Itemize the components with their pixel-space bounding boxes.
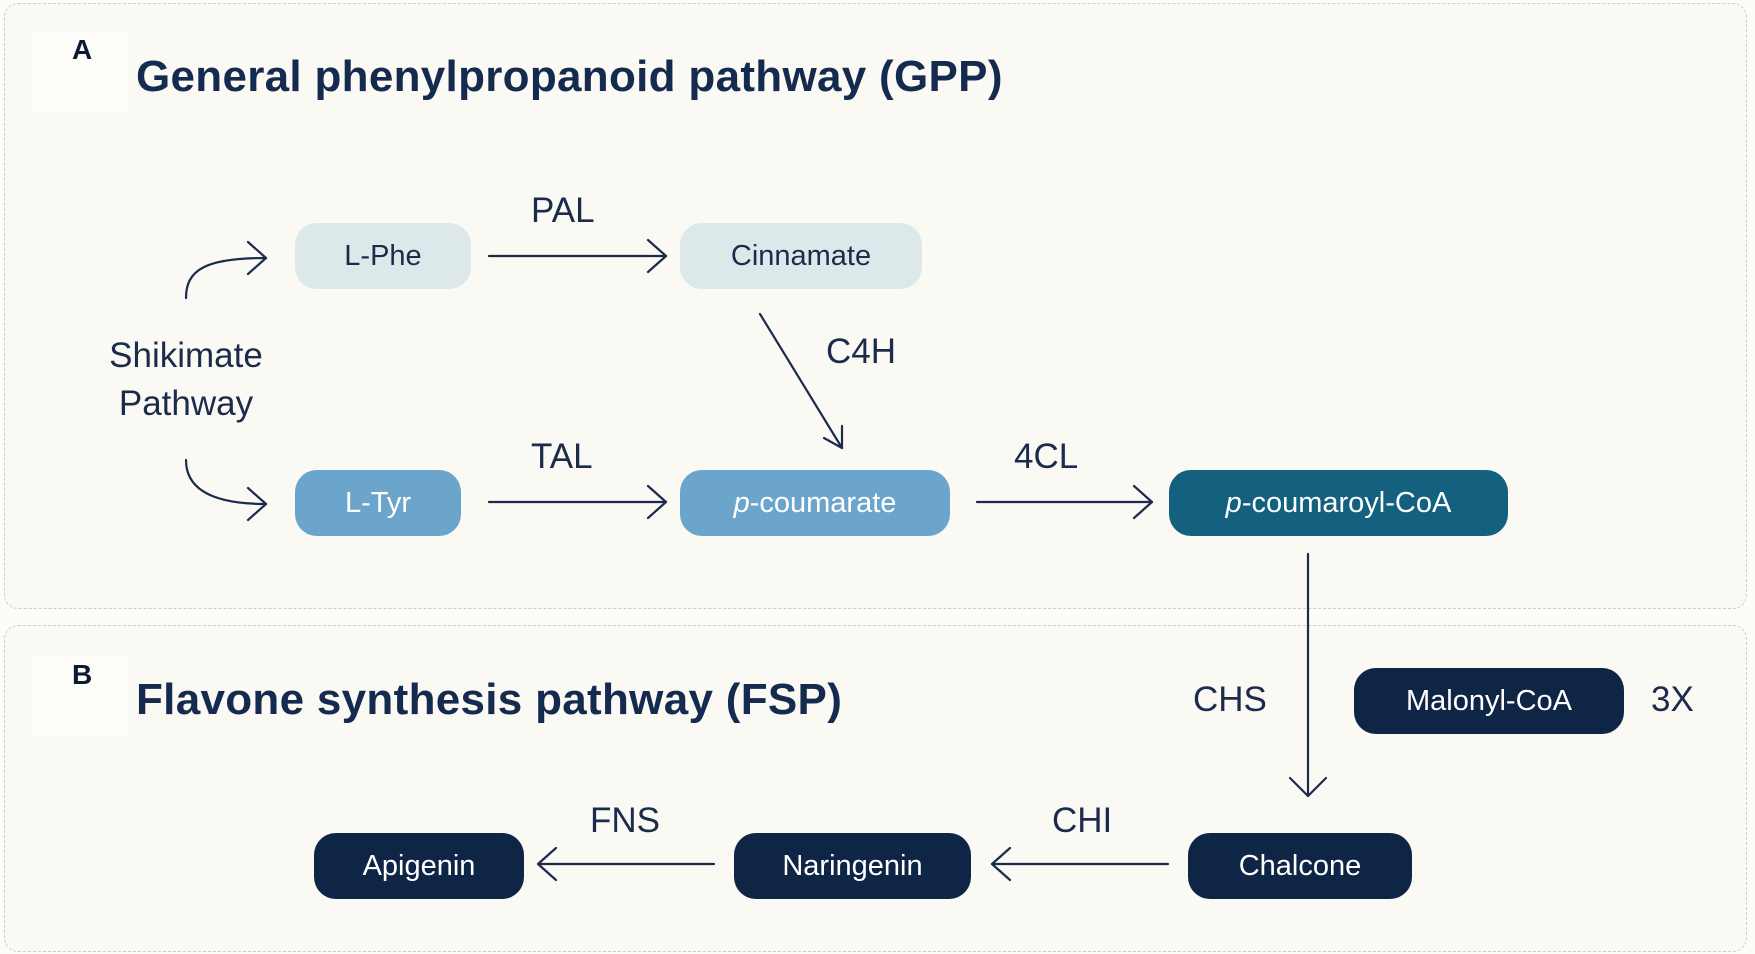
enzyme-tal: TAL (531, 437, 593, 476)
node-l-phe: L-Phe (295, 223, 471, 289)
p-coumarate-rest: -coumarate (749, 486, 897, 519)
enzyme-fns: FNS (590, 801, 660, 840)
arrow-shikimate-to-ltyr (184, 458, 268, 506)
arrow-shikimate-to-lphe (184, 256, 268, 300)
enzyme-pal: PAL (531, 191, 595, 230)
p-coumaroyl-coa-prefix: p (1225, 486, 1242, 519)
enzyme-chi: CHI (1052, 801, 1113, 840)
panel-a-title: General phenylpropanoid pathway (GPP) (136, 52, 1003, 101)
panel-b-letter: B (32, 657, 128, 737)
panel-b-title: Flavone synthesis pathway (FSP) (136, 675, 843, 724)
node-p-coumarate: p-coumarate (680, 470, 950, 536)
node-apigenin: Apigenin (314, 833, 524, 899)
panel-a-letter: A (32, 32, 128, 112)
shikimate-line2: Pathway (118, 384, 254, 423)
p-coumaroyl-coa-rest: -coumaroyl-CoA (1241, 486, 1452, 519)
shikimate-line1: Shikimate (109, 336, 263, 375)
malonyl-multiplier: 3X (1651, 680, 1694, 719)
node-malonyl-coa: Malonyl-CoA (1354, 668, 1624, 734)
node-cinnamate: Cinnamate (680, 223, 922, 289)
node-l-tyr: L-Tyr (295, 470, 461, 536)
node-naringenin: Naringenin (734, 833, 971, 899)
arrow-c4h (758, 312, 844, 450)
enzyme-4cl: 4CL (1014, 437, 1079, 476)
shikimate-pathway-label: Shikimate Pathway (92, 332, 280, 428)
enzyme-chs: CHS (1193, 680, 1267, 719)
node-chalcone: Chalcone (1188, 833, 1412, 899)
p-coumarate-prefix: p (733, 486, 750, 519)
node-p-coumaroyl-coa: p-coumaroyl-CoA (1169, 470, 1508, 536)
enzyme-c4h: C4H (826, 332, 897, 371)
